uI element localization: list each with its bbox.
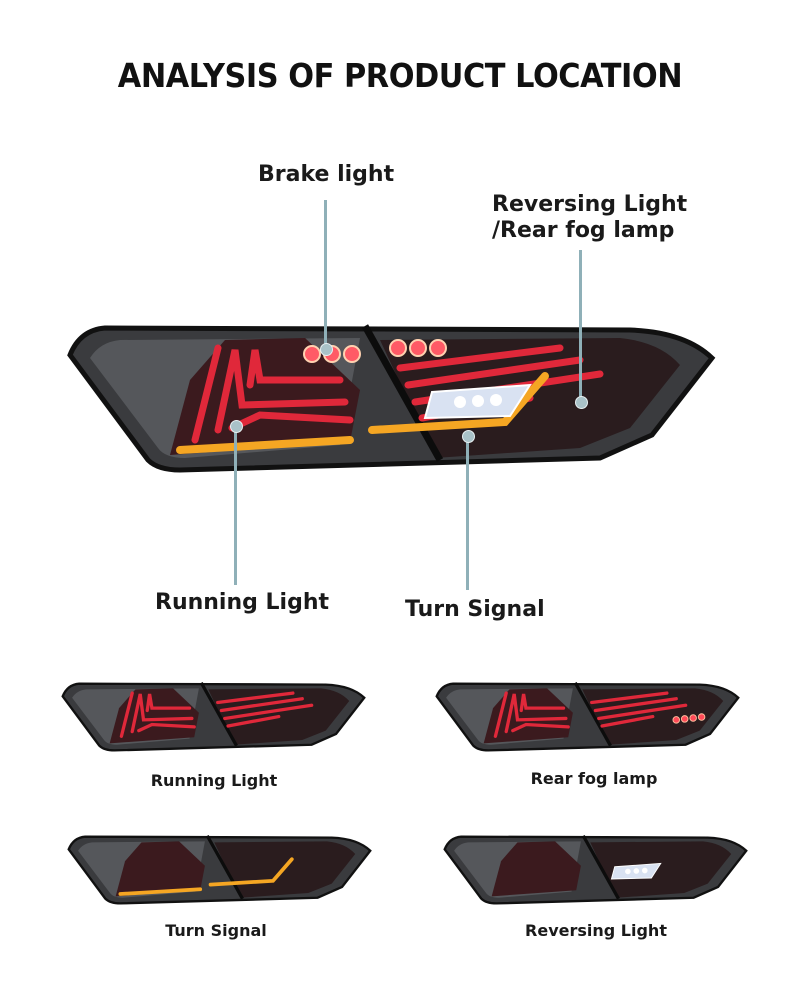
main-taillight-image — [60, 310, 720, 490]
variant-reverse-label: Reversing Light — [525, 921, 667, 940]
reversing-leader-line — [579, 250, 582, 400]
brake-light-label: Brake light — [258, 162, 395, 187]
turn-signal-label: Turn Signal — [405, 597, 545, 622]
turn-marker — [462, 430, 475, 443]
rear-fog-lamp-label: /Rear fog lamp — [492, 218, 675, 243]
running-leader-line — [234, 425, 237, 585]
variant-fog-image — [435, 681, 740, 753]
reversing-light-label: Reversing Light — [492, 192, 688, 217]
page-title: ANALYSIS OF PRODUCT LOCATION — [117, 56, 683, 95]
brake-leader-line — [324, 200, 327, 348]
reversing-marker — [575, 396, 588, 409]
running-marker — [230, 420, 243, 433]
variant-turn-label: Turn Signal — [165, 921, 267, 940]
brake-marker — [320, 343, 333, 356]
variant-fog-label: Rear fog lamp — [530, 769, 658, 788]
turn-leader-line — [466, 435, 469, 590]
variant-reverse-image — [443, 834, 748, 906]
variant-running-label: Running Light — [150, 771, 278, 790]
variant-turn-image — [67, 834, 372, 906]
running-light-label: Running Light — [155, 590, 330, 615]
variant-running-image — [61, 681, 366, 753]
